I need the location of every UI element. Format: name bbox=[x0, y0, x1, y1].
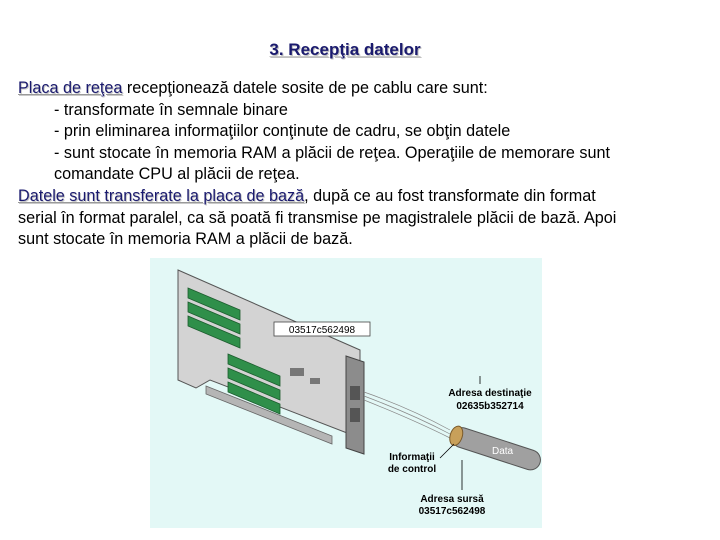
component bbox=[310, 378, 320, 384]
network-card-illustration: 03517c562498 Data Adresa destinaţie 0263… bbox=[150, 258, 542, 528]
paragraph-2-line-1: , după ce au fost transformate din forma… bbox=[304, 186, 596, 205]
network-cable bbox=[449, 425, 541, 471]
control-info-label-2: de control bbox=[388, 464, 437, 475]
source-address-label: Adresa sursă bbox=[420, 494, 484, 505]
memory-chip-group-right bbox=[227, 353, 281, 415]
network-card-highlight: Placa de reţea bbox=[18, 79, 123, 97]
list-item-continuation: comandate CPU al plăcii de reţea. bbox=[54, 165, 300, 184]
control-info-pointer bbox=[439, 443, 455, 459]
illustration-svg: 03517c562498 Data Adresa destinaţie 0263… bbox=[177, 269, 541, 517]
memory-chip-group-left bbox=[187, 287, 241, 349]
card-address: 03517c562498 bbox=[289, 325, 356, 336]
body-text: Placa de reţea recepţionează datele sosi… bbox=[18, 78, 708, 251]
paragraph-1-text: recepţionează datele sosite de pe cablu … bbox=[122, 79, 488, 97]
destination-address-value: 02635b352714 bbox=[456, 401, 524, 412]
list-item: - sunt stocate în memoria RAM a plăcii d… bbox=[54, 143, 611, 162]
list-item: - prin eliminarea informaţiilor conţinut… bbox=[54, 122, 511, 141]
list-item: - transformate în semnale binare bbox=[54, 100, 288, 119]
paragraph-2-line-3: sunt stocate în memoria RAM a plăcii de … bbox=[18, 230, 353, 249]
port bbox=[350, 408, 360, 422]
destination-address-label: Adresa destinaţie bbox=[448, 388, 532, 399]
page-title: 3. Recepţia datelor bbox=[269, 40, 421, 59]
chip bbox=[227, 367, 281, 401]
card-edge-connector bbox=[205, 385, 333, 445]
chip bbox=[187, 301, 241, 335]
chip bbox=[187, 315, 241, 349]
control-info-label-1: Informaţii bbox=[389, 452, 435, 463]
paragraph-2-line-2: serial în format paralel, ca să poată fi… bbox=[18, 208, 617, 227]
card-bracket bbox=[345, 355, 365, 455]
paragraph-1: Placa de reţea recepţionează datele sosi… bbox=[18, 78, 708, 100]
port bbox=[350, 386, 360, 400]
signal-lines bbox=[363, 391, 451, 439]
paragraph-2: Datele sunt transferate la placa de bază… bbox=[18, 186, 708, 208]
chip bbox=[187, 287, 241, 321]
card-address-box bbox=[273, 321, 371, 337]
component bbox=[290, 368, 304, 376]
chip bbox=[227, 353, 281, 387]
chip bbox=[227, 381, 281, 415]
data-label: Data bbox=[492, 446, 514, 457]
source-address-value: 03517c562498 bbox=[419, 506, 486, 517]
transfer-highlight: Datele sunt transferate la placa de bază bbox=[18, 186, 305, 205]
